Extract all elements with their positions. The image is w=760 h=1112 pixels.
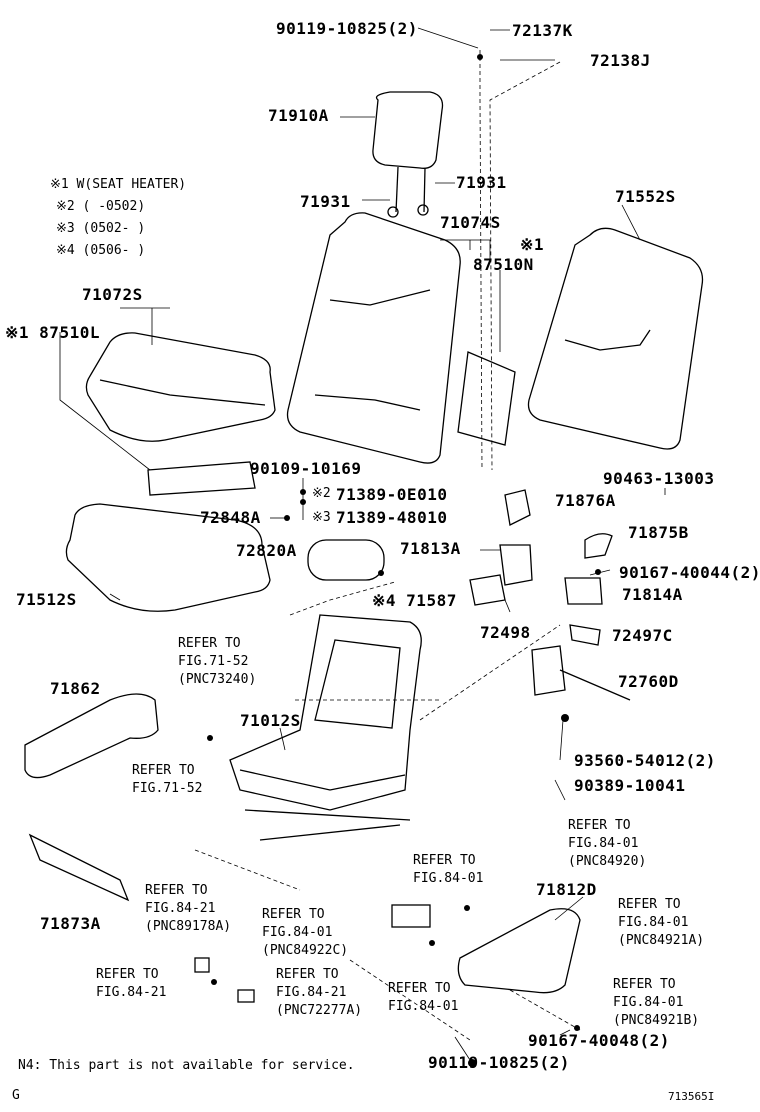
knob-shape <box>237 989 255 1003</box>
switch-shape <box>391 904 431 928</box>
front-cover-shape <box>28 833 130 902</box>
seatback-cover-shape <box>286 212 461 464</box>
part-71875B[interactable]: 71875B <box>628 523 689 542</box>
footer-g: G <box>12 1088 20 1103</box>
part-90167-40048[interactable]: 90167-40048(2) <box>528 1031 670 1050</box>
part-87510N[interactable]: 87510N <box>473 255 534 274</box>
part-71814A[interactable]: 71814A <box>622 585 683 604</box>
bracket-71876A <box>504 489 531 526</box>
part-71873A[interactable]: 71873A <box>40 914 101 933</box>
part-87510L[interactable]: ※1 87510L <box>5 323 100 342</box>
part-72138J[interactable]: 72138J <box>590 51 651 70</box>
part-71512S[interactable]: 71512S <box>16 590 77 609</box>
part-72760D[interactable]: 72760D <box>618 672 679 691</box>
note-seat-heater: ※1 W(SEAT HEATER) <box>50 177 187 192</box>
part-71012S[interactable]: 71012S <box>240 711 301 730</box>
part-90109-10169[interactable]: 90109-10169 <box>250 459 362 478</box>
part-90167-40044[interactable]: 90167-40044(2) <box>619 563 760 582</box>
mark-star3: ※3 <box>312 510 331 525</box>
note-3: ※3 (0502- ) <box>56 221 146 236</box>
part-90463-13003[interactable]: 90463-13003 <box>603 469 715 488</box>
part-71587[interactable]: ※4 71587 <box>372 591 457 610</box>
recliner-72760D <box>531 645 631 701</box>
part-90119-10825-top[interactable]: 90119-10825(2) <box>276 19 418 38</box>
back-heater-shape <box>457 351 516 446</box>
part-71813A[interactable]: 71813A <box>400 539 461 558</box>
note-2: ※2 ( -0502) <box>56 199 146 214</box>
side-cover-shape <box>24 693 159 779</box>
part-71931-left[interactable]: 71931 <box>300 192 351 211</box>
part-72497C[interactable]: 72497C <box>612 626 673 645</box>
part-71862[interactable]: 71862 <box>50 679 101 698</box>
bracket-71814A <box>564 577 603 605</box>
part-72137K[interactable]: 72137K <box>512 21 573 40</box>
cushion-heater-shape <box>147 461 256 496</box>
part-71389-0E010[interactable]: 71389-0E010 <box>336 485 448 504</box>
headrest-shape <box>372 91 444 169</box>
lever-shape <box>194 957 210 973</box>
note-4: ※4 (0506- ) <box>56 243 146 258</box>
part-71910A[interactable]: 71910A <box>268 106 329 125</box>
mark-star2: ※2 <box>312 486 331 501</box>
armrest-shape <box>307 539 385 581</box>
part-72848A[interactable]: 72848A <box>200 508 261 527</box>
part-72498[interactable]: 72498 <box>480 623 531 642</box>
cushion-cover-shape <box>85 332 276 442</box>
part-71812D[interactable]: 71812D <box>536 880 597 899</box>
part-93560-54012[interactable]: 93560-54012(2) <box>574 751 716 770</box>
part-72820A[interactable]: 72820A <box>236 541 297 560</box>
part-71074S[interactable]: 71074S <box>440 213 501 232</box>
rear-back-cover-shape <box>527 227 704 450</box>
part-71552S[interactable]: 71552S <box>615 187 676 206</box>
illustration-code: 713565I <box>668 1090 715 1103</box>
lower-shield-shape <box>457 908 581 994</box>
part-90119-10825-bottom[interactable]: 90119-10825(2) <box>428 1053 570 1072</box>
part-71931-right[interactable]: 71931 <box>456 173 507 192</box>
bracket-72497C <box>569 624 601 646</box>
footnote-n4: N4: This part is not available for servi… <box>18 1058 355 1073</box>
bracket-71813A <box>499 544 533 586</box>
part-71389-48010[interactable]: 71389-48010 <box>336 508 448 527</box>
bracket-72498 <box>469 574 506 606</box>
seat-frame-shape <box>229 614 422 811</box>
part-71876A[interactable]: 71876A <box>555 491 616 510</box>
part-71072S[interactable]: 71072S <box>82 285 143 304</box>
cushion-pad-shape <box>65 503 271 612</box>
mark-star1: ※1 <box>520 235 545 254</box>
part-90389-10041[interactable]: 90389-10041 <box>574 776 686 795</box>
harness-71875B <box>584 533 613 559</box>
